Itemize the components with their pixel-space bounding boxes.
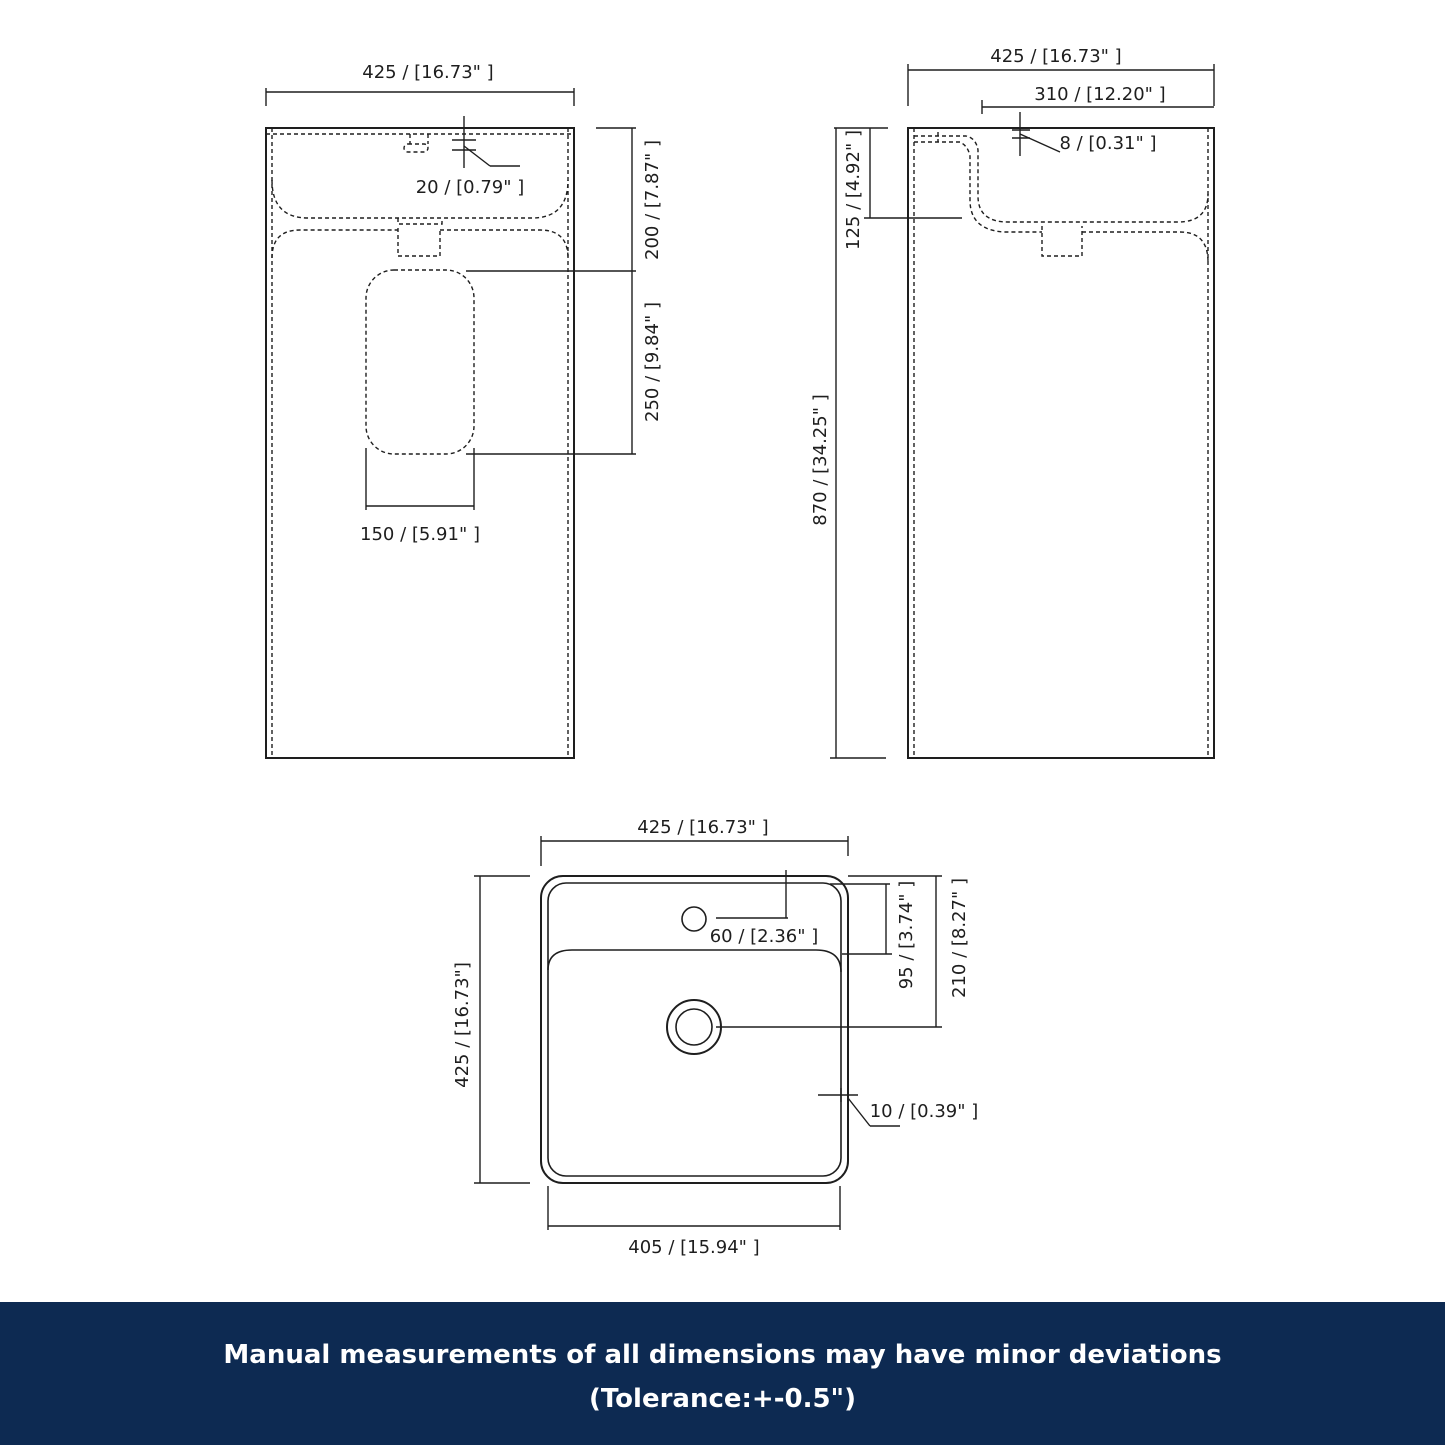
top-drain-inner — [675, 1008, 713, 1046]
side-rim-label: 8 / [0.31" ] — [1059, 133, 1156, 154]
top-inner-width-label: 405 / [15.94" ] — [628, 1237, 759, 1258]
front-width-label: 425 / [16.73" ] — [362, 62, 493, 83]
front-faucet-hole — [403, 143, 429, 153]
side-basin-width-label: 310 / [12.20" ] — [1034, 84, 1165, 105]
front-faucet-hole-label: 20 / [0.79" ] — [416, 177, 525, 198]
front-pedestal-top — [271, 229, 569, 259]
front-outline — [265, 127, 575, 759]
top-inner-outline — [547, 882, 842, 1177]
side-basin-inner — [914, 141, 1042, 233]
side-outline — [907, 127, 1215, 759]
top-faucet-hole-label: 60 / [2.36" ] — [710, 926, 819, 947]
footer-line-2: (Tolerance:+-0.5") — [589, 1384, 856, 1414]
top-faucet-hole — [681, 906, 707, 932]
top-width-label: 425 / [16.73" ] — [637, 817, 768, 838]
top-wall-label: 10 / [0.39" ] — [870, 1101, 979, 1122]
top-view: 425 / [16.73" ] 425 / [16.73"] 405 / [15… — [452, 817, 978, 1258]
top-faucet-offset-label: 95 / [3.74" ] — [896, 881, 917, 990]
side-width-label: 425 / [16.73" ] — [990, 46, 1121, 67]
top-drain-outer — [666, 999, 722, 1055]
front-cutout — [365, 269, 475, 455]
front-basin-drain-step — [397, 218, 443, 225]
front-view: 425 / [16.73" ] 20 / [0.79" ] 200 / [7.8… — [265, 62, 663, 759]
top-outer-outline — [540, 875, 849, 1184]
technical-drawing: 425 / [16.73" ] 20 / [0.79" ] 200 / [7.8… — [265, 46, 1215, 1258]
front-drain-pipe — [397, 228, 441, 257]
side-view: 425 / [16.73" ] 310 / [12.20" ] 8 / [0.3… — [810, 46, 1215, 759]
front-basin-depth-label: 200 / [7.87" ] — [642, 140, 663, 260]
tolerance-footer: Manual measurements of all dimensions ma… — [0, 1302, 1445, 1445]
top-depth-label: 425 / [16.73"] — [452, 962, 473, 1088]
top-basin-edge — [547, 949, 842, 973]
front-cutout-width-label: 150 / [5.91" ] — [360, 524, 480, 545]
side-drain-pipe — [1041, 226, 1083, 257]
side-basin-height-label: 125 / [4.92" ] — [843, 130, 864, 250]
side-basin-profile — [914, 135, 1209, 223]
footer-line-1: Manual measurements of all dimensions ma… — [223, 1340, 1222, 1370]
front-cutout-height-label: 250 / [9.84" ] — [642, 302, 663, 422]
front-basin-bottom — [271, 179, 569, 219]
top-drain-offset-label: 210 / [8.27" ] — [949, 878, 970, 998]
side-total-height-label: 870 / [34.25" ] — [810, 394, 831, 525]
